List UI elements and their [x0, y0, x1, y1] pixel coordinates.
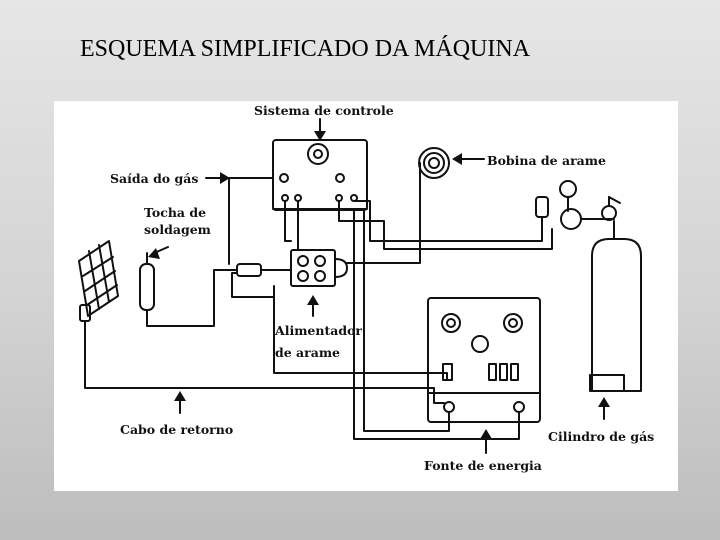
slide-title: ESQUEMA SIMPLIFICADO DA MÁQUINA — [80, 36, 531, 62]
label-feeder-line2: de arame — [275, 345, 341, 360]
label-gas-outlet: Saída do gás — [110, 171, 199, 186]
label-feeder-line1: Alimentador — [275, 323, 362, 338]
label-power-source: Fonte de energia — [424, 458, 542, 473]
label-torch-line2: soldagem — [144, 222, 211, 237]
label-control-system: Sistema de controle — [254, 103, 394, 118]
label-torch-line1: Tocha de — [144, 205, 207, 220]
label-return-cable: Cabo de retorno — [120, 422, 234, 437]
diagram-panel: Sistema de controle Saída do gás Tocha d… — [54, 101, 678, 491]
power-source-box — [427, 297, 541, 423]
machine-diagram — [78, 118, 642, 454]
gas-cylinder-shape — [591, 238, 642, 392]
torch-shape — [139, 263, 155, 311]
feeder-box — [290, 249, 336, 287]
label-gas-cylinder: Cilindro de gás — [548, 429, 655, 444]
label-wire-spool: Bobina de arame — [487, 153, 606, 168]
